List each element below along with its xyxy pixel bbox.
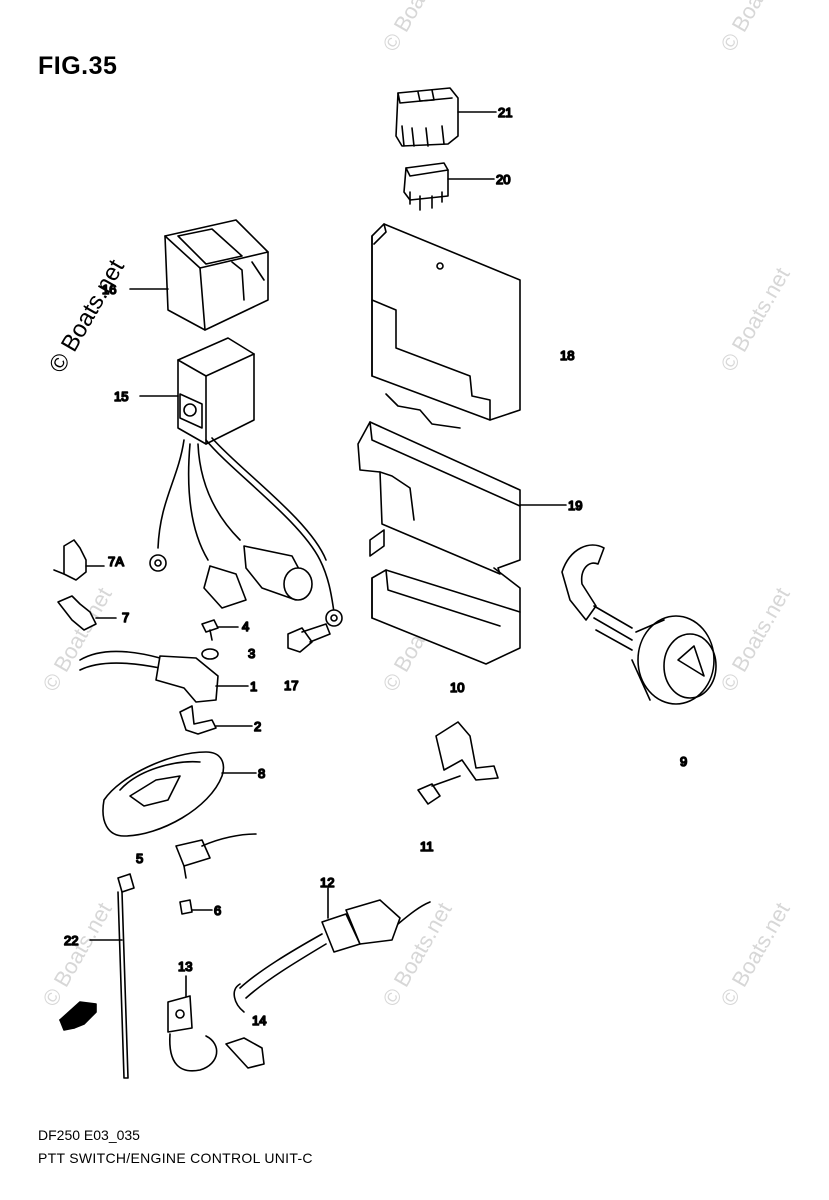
part-22-tie — [89, 873, 135, 1079]
callout-12: 12 — [320, 875, 334, 890]
callout-14: 14 — [252, 1013, 266, 1028]
part-19-cover — [357, 421, 567, 575]
figure-title: FIG.35 — [38, 52, 118, 80]
part-15-ptt-unit — [139, 337, 343, 627]
part-7a-clip — [53, 539, 105, 581]
part-18-ecu — [371, 223, 521, 429]
part-9-switch — [561, 544, 717, 705]
callout-1: 1 — [250, 679, 257, 694]
callout-15: 15 — [114, 389, 128, 404]
callout-13: 13 — [178, 959, 192, 974]
part-7-clip — [57, 595, 117, 631]
diagram-code: DF250 E03_035 — [38, 1127, 140, 1143]
callout-7: 7 — [122, 610, 129, 625]
part-12-harness — [233, 887, 431, 1013]
diagram-caption: PTT SWITCH/ENGINE CONTROL UNIT-C — [38, 1150, 313, 1166]
callout-4: 4 — [242, 619, 249, 634]
part-2-clamp — [179, 705, 253, 735]
callout-11: 11 — [420, 839, 434, 854]
callout-21: 21 — [498, 105, 512, 120]
callout-9: 9 — [680, 754, 687, 769]
callout-5: 5 — [136, 851, 143, 866]
callout-7a: 7A — [108, 554, 124, 569]
part-21-relay — [395, 87, 497, 147]
part-13-clamp — [167, 975, 265, 1072]
callout-17: 17 — [284, 678, 298, 693]
callout-20: 20 — [496, 172, 510, 187]
callout-19: 19 — [568, 498, 582, 513]
callout-22: 22 — [64, 933, 78, 948]
part-20-relay — [403, 162, 495, 211]
part-6-screw — [175, 833, 257, 915]
callout-8: 8 — [258, 766, 265, 781]
callout-16: 16 — [102, 282, 116, 297]
callout-3: 3 — [248, 646, 255, 661]
part-4-screw — [201, 619, 239, 641]
callout-2: 2 — [254, 719, 261, 734]
part-17-bolt — [287, 623, 331, 653]
callout-18: 18 — [560, 348, 574, 363]
part-11-clamp — [417, 721, 499, 805]
part-16-cover — [129, 219, 269, 331]
callout-10: 10 — [450, 680, 464, 695]
part-3-washer — [201, 648, 219, 660]
part-1-sensor — [79, 650, 249, 703]
part-10-bracket — [369, 529, 521, 665]
part-8-cover — [102, 751, 257, 837]
front-direction-arrow-icon — [59, 1001, 97, 1031]
callout-6: 6 — [214, 903, 221, 918]
